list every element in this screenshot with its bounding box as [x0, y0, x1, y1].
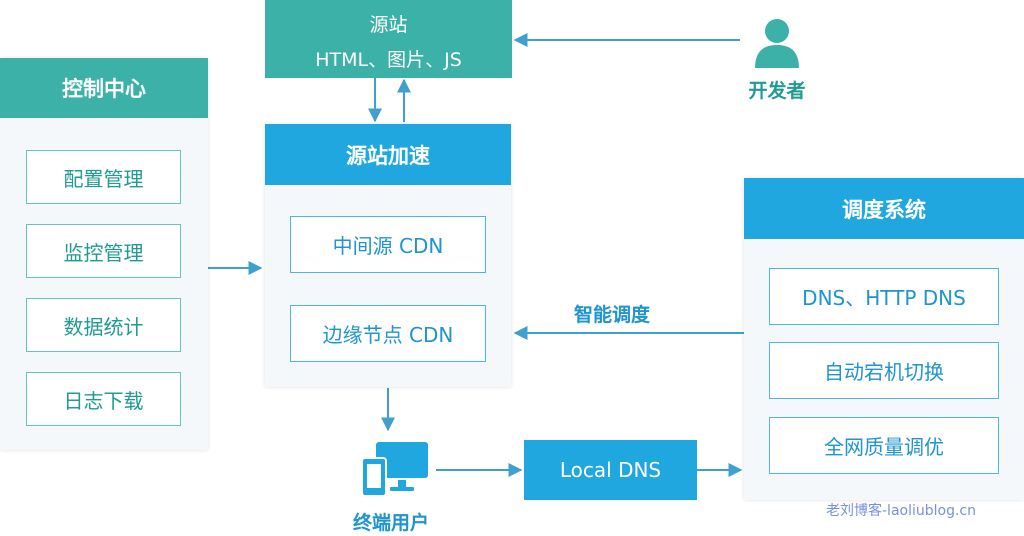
source-title: 源站 — [369, 14, 408, 36]
sched-auto-failover[interactable]: 自动宕机切换 — [769, 342, 999, 399]
watermark: 老刘博客-laoliublog.cn — [826, 503, 976, 519]
control-item-monitor[interactable]: 监控管理 — [26, 224, 181, 278]
developer: 开发者 — [738, 10, 816, 105]
terminal-user-label: 终端用户 — [352, 512, 429, 534]
control-item-logs[interactable]: 日志下载 — [26, 372, 181, 426]
sched-dns-http[interactable]: DNS、HTTP DNS — [769, 268, 999, 325]
edge-node-cdn[interactable]: 边缘节点 CDN — [290, 305, 486, 362]
origin-accel-panel: 源站加速 中间源 CDN 边缘节点 CDN — [265, 124, 511, 387]
developer-label: 开发者 — [748, 80, 806, 102]
control-item-config[interactable]: 配置管理 — [26, 150, 181, 204]
origin-accel-title: 源站加速 — [265, 124, 511, 185]
control-center-panel: 控制中心 配置管理 监控管理 数据统计 日志下载 — [0, 58, 208, 450]
source-box: 源站 HTML、图片、JS — [265, 0, 512, 78]
smart-dispatch-label: 智能调度 — [574, 304, 651, 326]
source-subtitle: HTML、图片、JS — [315, 49, 462, 71]
sched-quality-tuning[interactable]: 全网质量调优 — [769, 417, 999, 474]
scheduling-panel: 调度系统 DNS、HTTP DNS 自动宕机切换 全网质量调优 — [744, 178, 1024, 500]
control-item-stats[interactable]: 数据统计 — [26, 298, 181, 352]
person-icon — [755, 19, 799, 68]
control-center-title: 控制中心 — [0, 58, 208, 118]
local-dns-box[interactable]: Local DNS — [524, 440, 697, 500]
scheduling-title: 调度系统 — [744, 178, 1024, 239]
mid-source-cdn[interactable]: 中间源 CDN — [290, 216, 486, 273]
devices-icon — [361, 442, 428, 497]
terminal-user: 终端用户 — [346, 440, 436, 536]
